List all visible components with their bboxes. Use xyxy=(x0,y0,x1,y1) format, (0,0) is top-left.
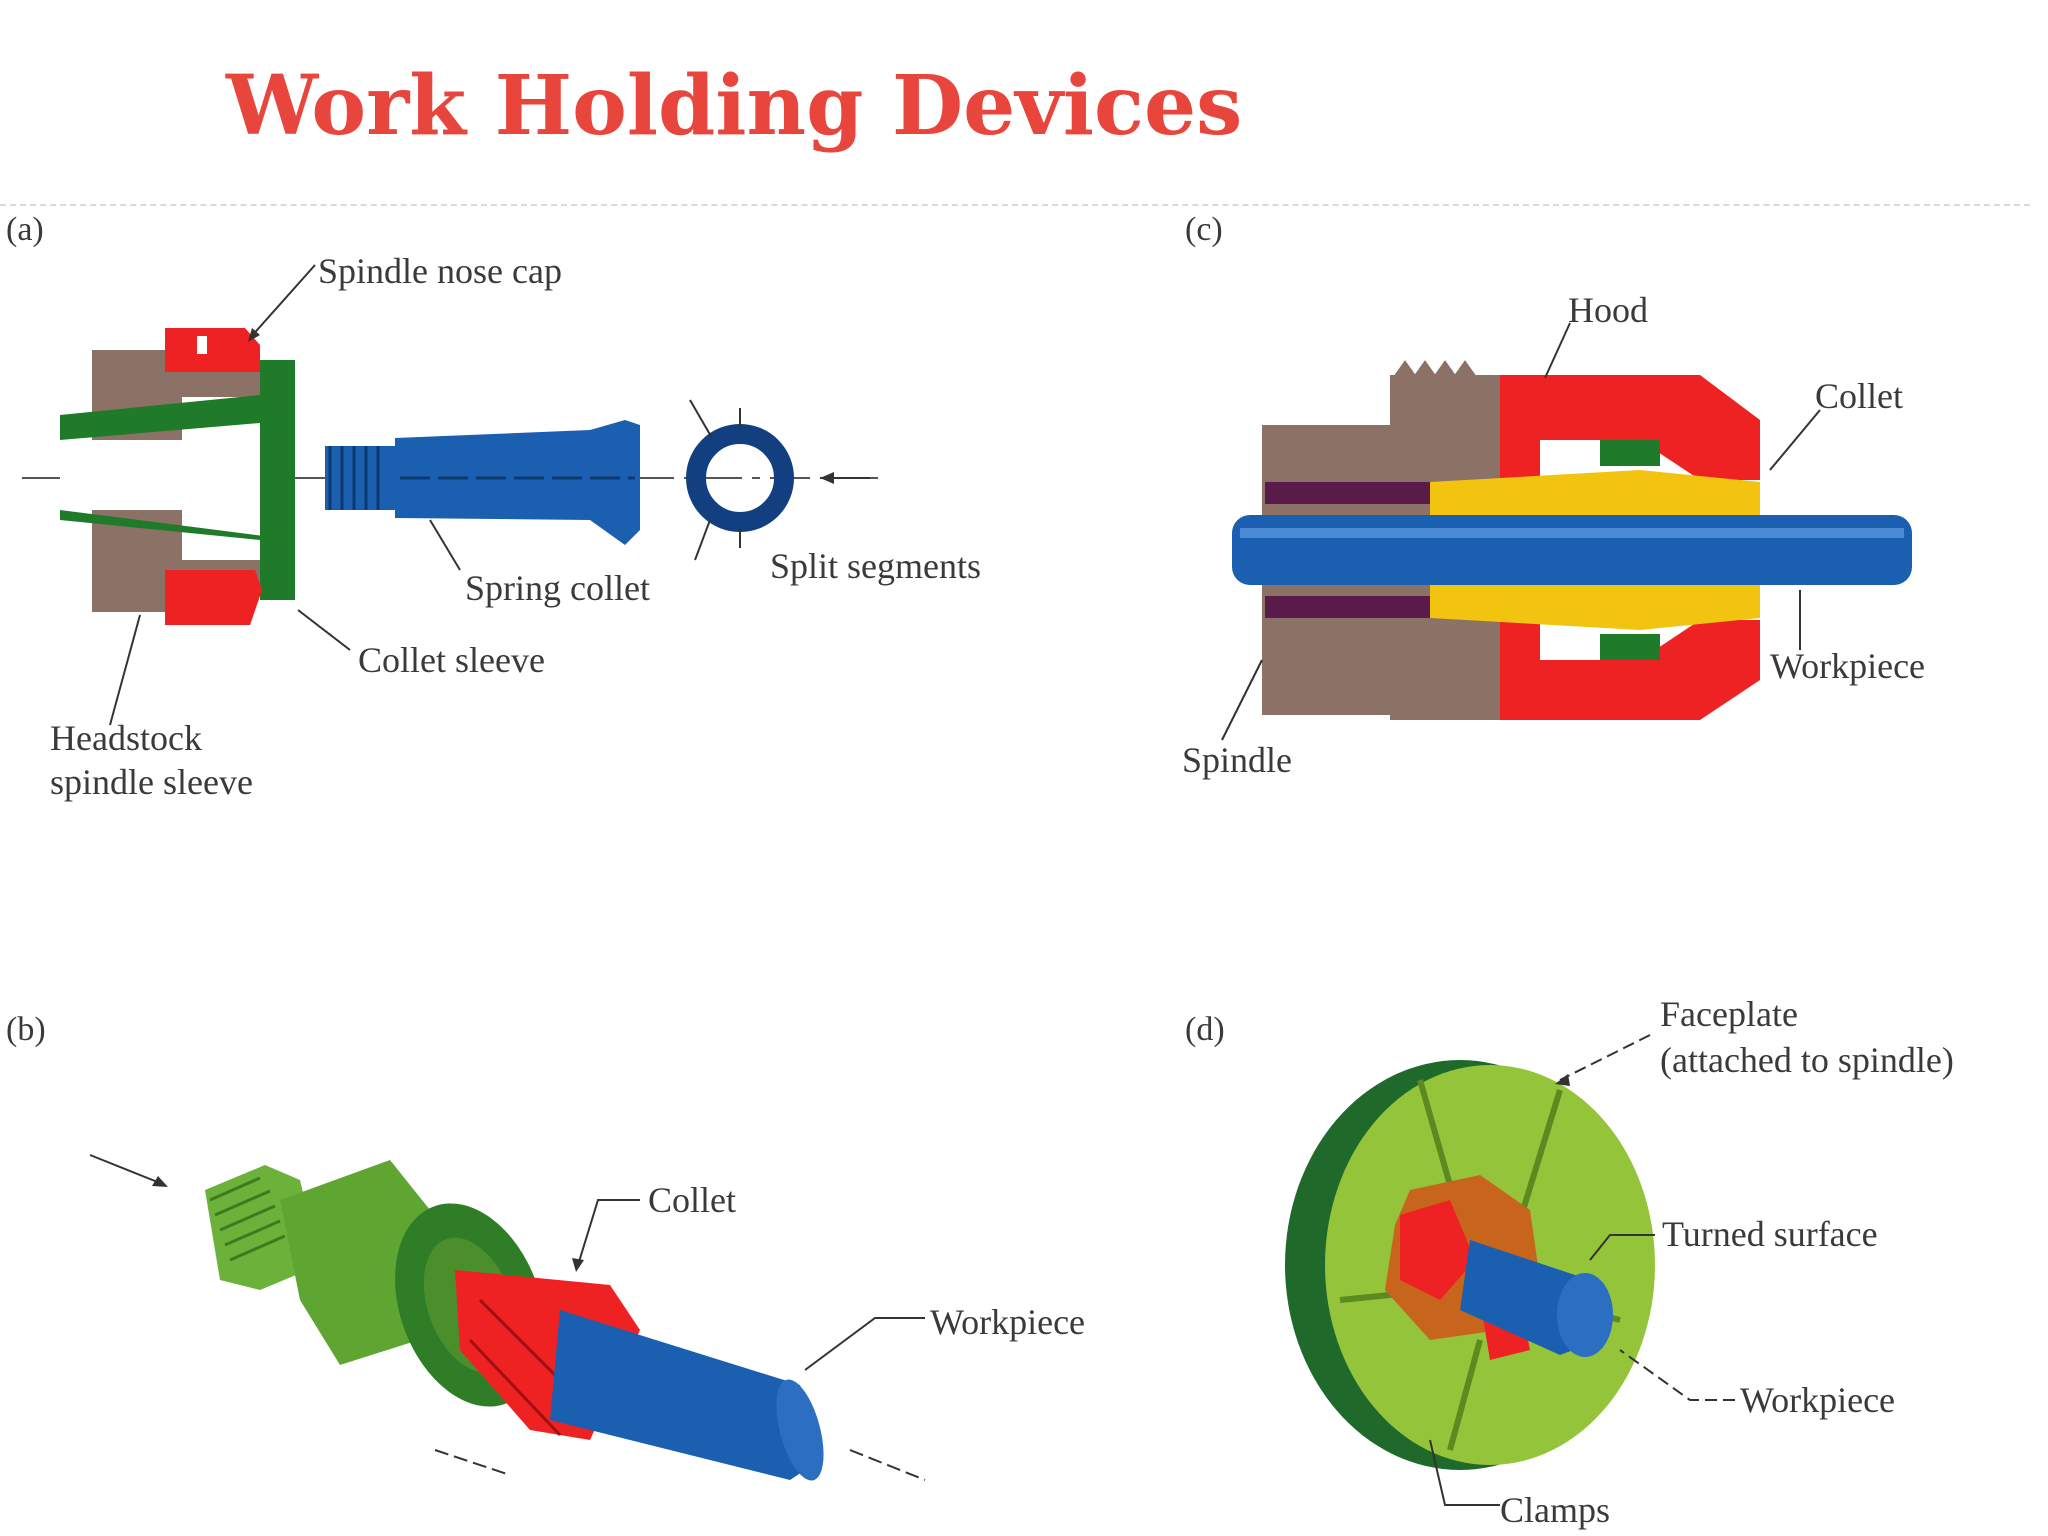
label-spindle: Spindle xyxy=(1182,740,1292,780)
split-segments xyxy=(686,399,870,548)
label-turned-surface: Turned surface xyxy=(1662,1214,1878,1254)
label-workpiece-c: Workpiece xyxy=(1770,646,1925,686)
bore-top xyxy=(1265,482,1435,504)
label-spring-collet: Spring collet xyxy=(465,568,650,608)
divider xyxy=(0,204,2030,206)
collet-sleeve xyxy=(60,360,295,600)
panel-d-tag: (d) xyxy=(1185,1011,1225,1048)
panel-c: (c) Hood Collet Workpi xyxy=(1182,211,1925,780)
label-workpiece-b: Workpiece xyxy=(930,1302,1085,1342)
label-headstock: Headstock xyxy=(50,718,202,758)
hood xyxy=(1500,375,1760,720)
label-spindle-sleeve: spindle sleeve xyxy=(50,762,253,802)
panel-d: (d) Faceplate (attached to spindle) Turn… xyxy=(1185,994,1954,1530)
workpiece-d xyxy=(1460,1240,1613,1357)
label-spindle-nose-cap: Spindle nose cap xyxy=(318,251,562,291)
label-workpiece-d: Workpiece xyxy=(1740,1380,1895,1420)
spring-collet xyxy=(325,420,640,545)
label-collet-b: Collet xyxy=(648,1180,736,1220)
bore-bottom xyxy=(1265,596,1435,618)
label-faceplate-attached: (attached to spindle) xyxy=(1660,1040,1954,1080)
page-title: Work Holding Devices xyxy=(226,58,1243,154)
workpiece-b xyxy=(550,1310,824,1481)
label-hood: Hood xyxy=(1568,290,1648,330)
panel-b: (b) Collet Workpiece xyxy=(6,1011,1085,1481)
label-faceplate: Faceplate xyxy=(1660,994,1798,1034)
panel-a-tag: (a) xyxy=(6,211,44,248)
panel-a: (a) xyxy=(6,211,981,802)
workpiece-highlight xyxy=(1240,528,1904,538)
panel-b-tag: (b) xyxy=(6,1011,46,1048)
label-split-segments: Split segments xyxy=(770,546,981,586)
collet-c xyxy=(1430,440,1760,660)
label-clamps: Clamps xyxy=(1500,1490,1610,1530)
label-collet-c: Collet xyxy=(1815,376,1903,416)
label-collet-sleeve: Collet sleeve xyxy=(358,640,545,680)
workpiece-bar xyxy=(1232,515,1912,585)
panel-c-tag: (c) xyxy=(1185,211,1223,248)
spindle-nose-cap xyxy=(165,328,262,625)
